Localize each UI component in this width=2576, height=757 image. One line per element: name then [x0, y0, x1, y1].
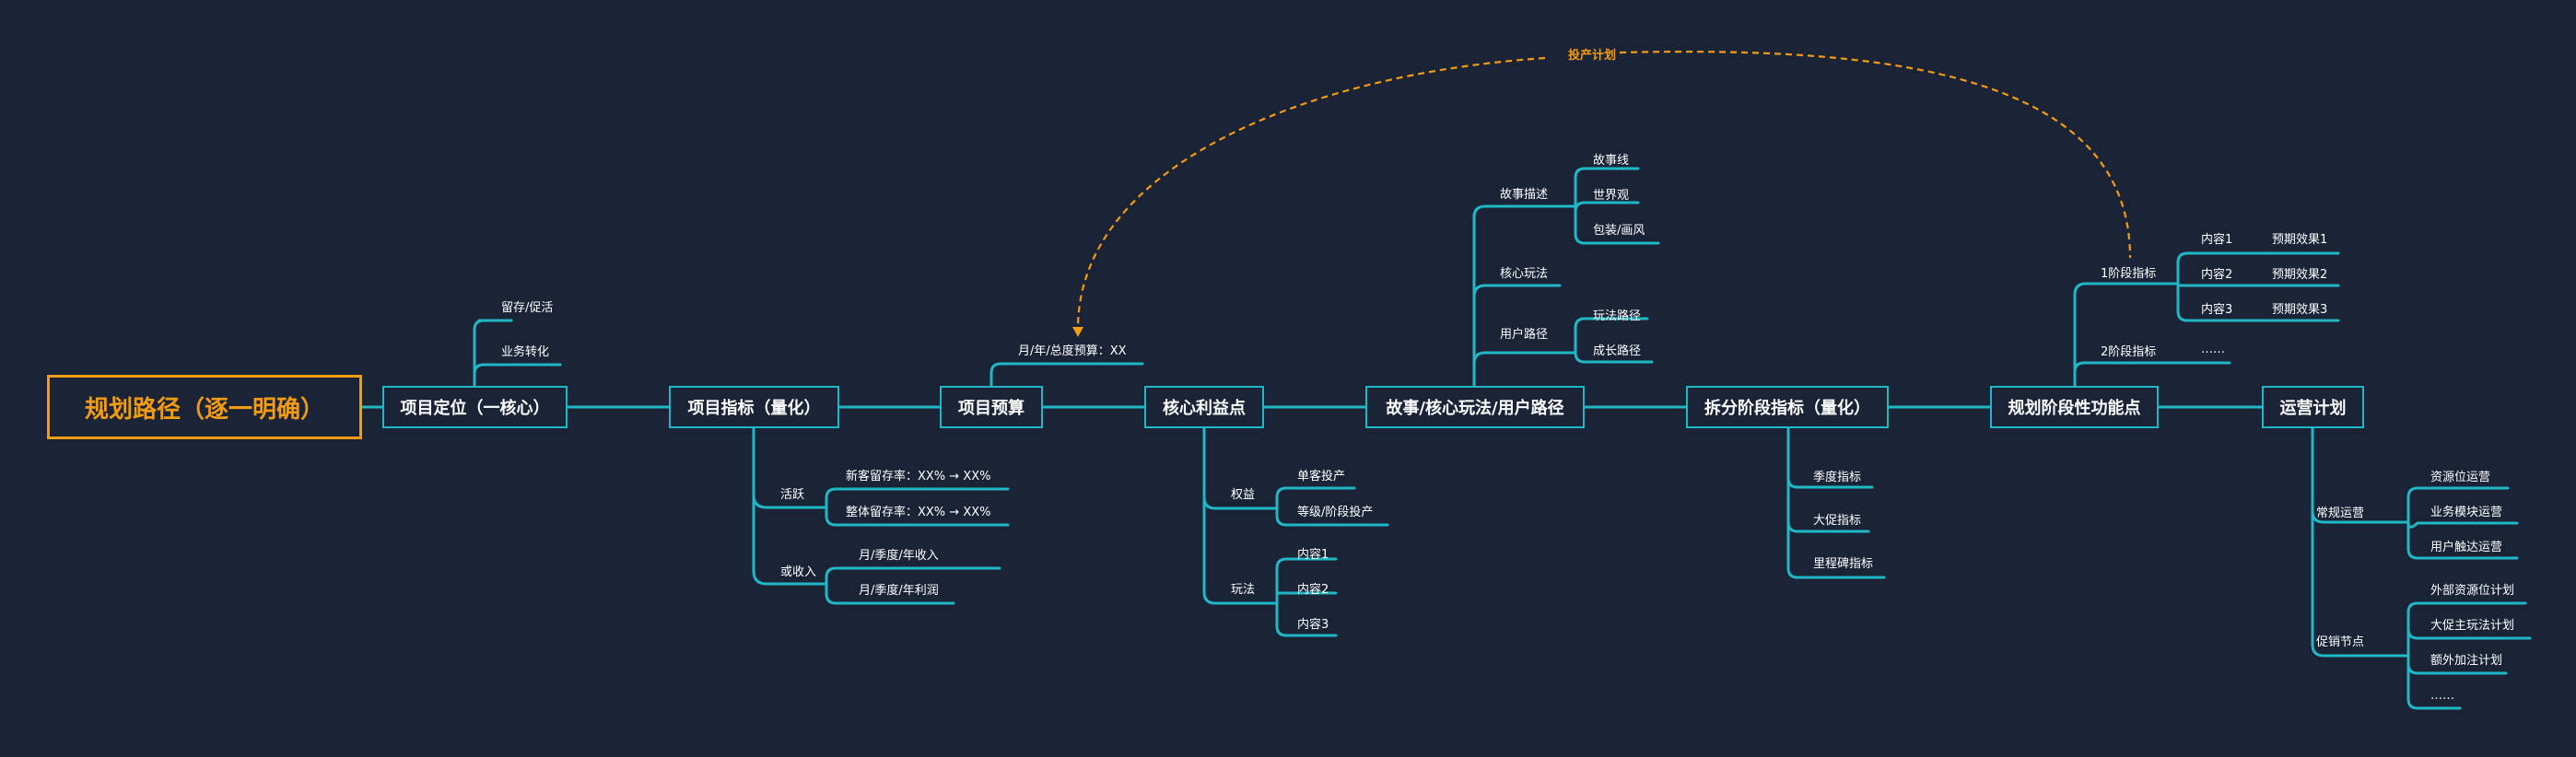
- label-revenue-period: 月/季度/年收入: [859, 549, 939, 563]
- label-resource-ops: 资源位运营: [2430, 471, 2491, 484]
- node-stage-indicators[interactable]: 拆分阶段指标（量化）: [1686, 386, 1889, 428]
- label-revenue: 或收入: [780, 565, 817, 579]
- label-milestone-indicator: 里程碑指标: [1813, 557, 1874, 571]
- label-benefit-content3: 内容3: [1297, 618, 1329, 632]
- label-overall-retention: 整体留存率：XX% → XX%: [846, 506, 991, 519]
- label-play-path: 玩法路径: [1593, 309, 1642, 323]
- label-retention: 留存/促活: [501, 301, 554, 315]
- label-promo-indicator: 大促指标: [1813, 514, 1862, 528]
- node-operation-plan[interactable]: 运营计划: [2262, 386, 2364, 428]
- label-promo-play-plan: 大促主玩法计划: [2430, 619, 2515, 633]
- label-benefit-content1: 内容1: [1297, 548, 1329, 562]
- label-worldview: 世界观: [1593, 189, 1630, 203]
- label-art-style: 包装/画风: [1593, 224, 1645, 238]
- label-conversion: 业务转化: [501, 345, 550, 359]
- label-budget-amount: 月/年/总度预算：XX: [1018, 344, 1127, 358]
- label-operation-more: ……: [2430, 689, 2454, 703]
- label-stage-content2: 内容2: [2201, 268, 2233, 282]
- label-external-plan: 外部资源位计划: [2430, 584, 2515, 598]
- label-effect3: 预期效果3: [2272, 303, 2328, 317]
- label-stage-content3: 内容3: [2201, 303, 2233, 317]
- label-module-ops: 业务模块运营: [2430, 506, 2503, 519]
- label-benefit-content2: 内容2: [1297, 583, 1329, 597]
- label-single-invest: 单客投产: [1297, 470, 1346, 483]
- label-growth-path: 成长路径: [1593, 344, 1642, 358]
- label-profit-period: 月/季度/年利润: [859, 584, 939, 598]
- root-node[interactable]: 规划路径（逐一明确）: [47, 375, 362, 439]
- label-level-invest: 等级/阶段投产: [1297, 506, 1374, 519]
- node-project-positioning[interactable]: 项目定位（一核心）: [382, 386, 568, 428]
- label-touch-ops: 用户触达运营: [2430, 541, 2503, 554]
- node-core-benefit[interactable]: 核心利益点: [1144, 386, 1264, 428]
- label-active: 活跃: [780, 488, 805, 502]
- node-story-gameplay-path[interactable]: 故事/核心玩法/用户路径: [1365, 386, 1585, 428]
- label-promo-node: 促销节点: [2316, 635, 2365, 649]
- label-extra-plan: 额外加注计划: [2430, 654, 2503, 668]
- label-storyline: 故事线: [1593, 154, 1630, 168]
- label-rights: 权益: [1231, 488, 1256, 502]
- label-quarter-indicator: 季度指标: [1813, 471, 1862, 484]
- label-core-play: 核心玩法: [1500, 267, 1549, 281]
- label-stage-more: ……: [2201, 343, 2225, 356]
- annotation-invest-plan: 投产计划: [1568, 49, 1617, 63]
- label-stage1: 1阶段指标: [2101, 267, 2157, 281]
- label-user-path: 用户路径: [1500, 328, 1549, 342]
- label-stage2: 2阶段指标: [2101, 345, 2157, 359]
- label-regular-ops: 常规运营: [2316, 507, 2365, 520]
- node-stage-features[interactable]: 规划阶段性功能点: [1990, 386, 2159, 428]
- label-stage-content1: 内容1: [2201, 233, 2233, 247]
- node-project-budget[interactable]: 项目预算: [940, 386, 1043, 428]
- label-effect1: 预期效果1: [2272, 233, 2328, 247]
- label-gameplay: 玩法: [1231, 583, 1256, 597]
- label-story-desc: 故事描述: [1500, 188, 1549, 202]
- label-effect2: 预期效果2: [2272, 268, 2328, 282]
- node-project-indicators[interactable]: 项目指标（量化）: [669, 386, 839, 428]
- label-new-retention: 新客留存率：XX% → XX%: [846, 470, 991, 483]
